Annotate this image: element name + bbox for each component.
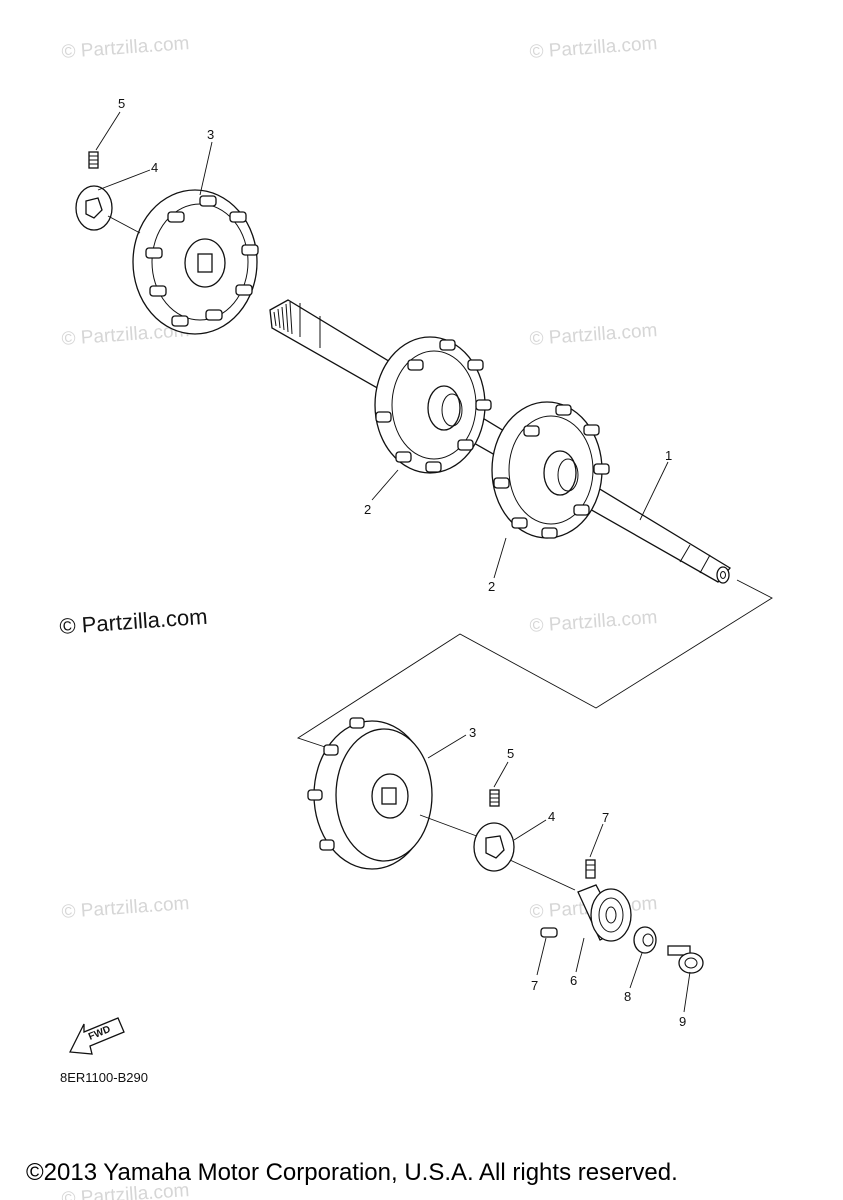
callout-label: 4 bbox=[151, 160, 158, 175]
sprocket-wheel bbox=[374, 336, 492, 474]
watermark: © Partzilla.com bbox=[529, 33, 658, 63]
dowel-pin bbox=[540, 927, 558, 938]
washer bbox=[633, 926, 657, 954]
callout-label: 4 bbox=[548, 809, 555, 824]
copyright-notice: ©2013 Yamaha Motor Corporation, U.S.A. A… bbox=[26, 1159, 678, 1186]
set-screw bbox=[88, 151, 99, 169]
sprocket-wheel bbox=[307, 717, 483, 870]
sprocket-wheel bbox=[132, 189, 259, 335]
callout-label: 7 bbox=[602, 810, 609, 825]
callout-label: 8 bbox=[624, 989, 631, 1004]
callout-label: 3 bbox=[469, 725, 476, 740]
callout-label: 6 bbox=[570, 973, 577, 988]
leader-lines bbox=[427, 734, 691, 1013]
watermark: © Partzilla.com bbox=[529, 320, 658, 350]
collar bbox=[75, 185, 141, 234]
bolt bbox=[667, 945, 704, 974]
watermark: © Partzilla.com bbox=[529, 607, 658, 637]
collar bbox=[473, 822, 576, 891]
callout-label: 1 bbox=[665, 448, 672, 463]
callout-label: 9 bbox=[679, 1014, 686, 1029]
watermark: © Partzilla.com bbox=[61, 33, 190, 63]
diagram-code: 8ER1100-B290 bbox=[60, 1070, 148, 1085]
sprocket-wheel bbox=[491, 401, 610, 539]
callout-label: 7 bbox=[531, 978, 538, 993]
callout-label: 5 bbox=[118, 96, 125, 111]
set-screw bbox=[489, 789, 500, 807]
callout-label: 2 bbox=[488, 579, 495, 594]
callout-label: 5 bbox=[507, 746, 514, 761]
fwd-arrow-icon: FWD bbox=[68, 1017, 125, 1055]
watermark-main: © Partzilla.com bbox=[59, 604, 209, 639]
callout-label: 3 bbox=[207, 127, 214, 142]
watermark-group: © Partzilla.com © Partzilla.com © Partzi… bbox=[59, 33, 658, 1200]
bearing bbox=[577, 859, 632, 942]
callout-label: 2 bbox=[364, 502, 371, 517]
watermark: © Partzilla.com bbox=[61, 893, 190, 923]
assembly-outline bbox=[296, 579, 773, 749]
leader-lines bbox=[95, 111, 669, 579]
